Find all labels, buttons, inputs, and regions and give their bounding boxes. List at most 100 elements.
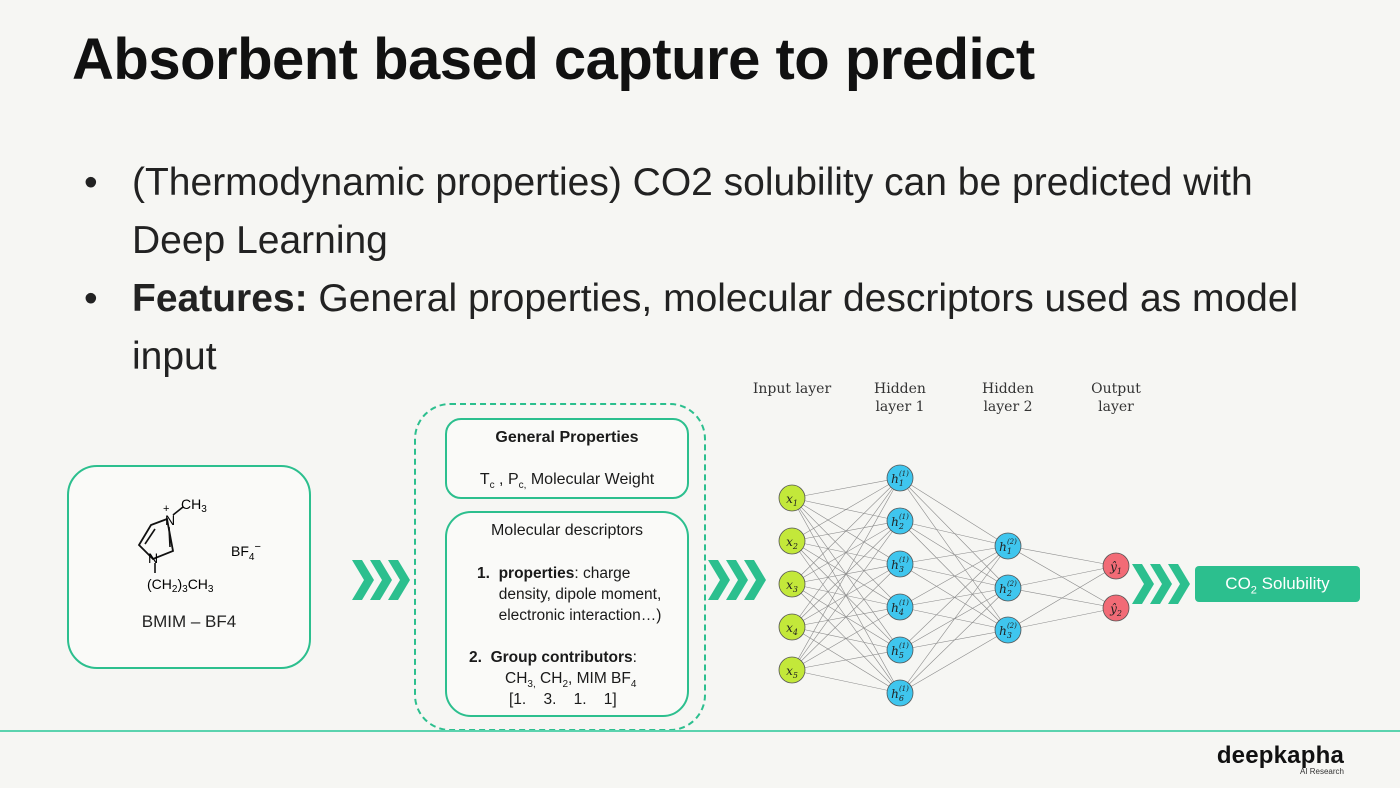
network-edge (899, 477, 1009, 589)
node-label: h1(1) (891, 470, 909, 488)
node-hidden1 (886, 550, 914, 578)
node-output (1102, 594, 1130, 622)
node-hidden1 (886, 593, 914, 621)
charge-plus: + (163, 503, 169, 515)
network-edge (1007, 607, 1117, 631)
slide-title: Absorbent based capture to predict (72, 27, 1035, 92)
layer-label-hidden1: Hidden layer 1 (874, 381, 926, 415)
chevron-arrow-icon (352, 560, 410, 600)
node-hidden1 (886, 636, 914, 664)
network-edge (899, 477, 1009, 631)
methyl-group: CH3 (181, 496, 207, 515)
layer-label-input: Input layer (752, 381, 832, 397)
network-edge (899, 520, 1009, 547)
network-edge (899, 477, 1009, 547)
footer-divider (0, 730, 1400, 732)
node-label: h2(2) (999, 580, 1017, 598)
co2-solubility-output: CO2 Solubility (1195, 566, 1360, 602)
network-edge (899, 587, 1009, 608)
node-input (778, 613, 806, 641)
chevron-arrow-icon (708, 560, 766, 600)
network-edge (899, 520, 1009, 589)
molecular-descriptors-title: Molecular descriptors (490, 522, 644, 539)
network-edge (791, 563, 901, 671)
node-label: h3(1) (891, 556, 909, 574)
layer-label-hidden2: Hidden layer 2 (982, 381, 1034, 415)
node-hidden1 (886, 679, 914, 707)
molecule-structure: N + CH3 N (CH2)3CH3 BF4− (137, 496, 261, 595)
node-input (778, 656, 806, 684)
node-label: h4(1) (891, 599, 909, 617)
node-label: x5 (786, 664, 798, 680)
node-label: x4 (786, 621, 798, 637)
node-input (778, 484, 806, 512)
group-list: CH3, CH2, MIM BF4 (505, 670, 637, 691)
node-label: h2(1) (891, 513, 909, 531)
network-edge (899, 563, 1009, 631)
network-edge (791, 477, 901, 628)
node-label: ŷ1 (1109, 560, 1122, 576)
network-edge (899, 545, 1009, 565)
molecule-label: BMIM – BF4 (141, 612, 237, 631)
network-edge (899, 563, 1009, 589)
bullet-dot: • (84, 161, 98, 204)
bullet-item-1: • (Thermodynamic properties) CO2 solubil… (84, 154, 1344, 270)
chevron-arrow-icon (1132, 564, 1190, 604)
network-edge (791, 669, 901, 694)
network-edge (791, 606, 901, 671)
general-properties-text: Tc , Pc, Molecular Weight (479, 471, 655, 492)
molecular-descriptors-box: Molecular descriptors 1. properties: cha… (445, 511, 689, 717)
group-counts: [1. 3. 1. 1] (509, 691, 617, 708)
network-edge (791, 477, 901, 671)
general-properties-title: General Properties (495, 429, 639, 446)
nitrogen-plus: N (165, 512, 175, 528)
network-edge (899, 545, 1009, 608)
network-edge (791, 477, 901, 585)
node-label: h1(2) (999, 538, 1017, 556)
imidazole-ring (137, 517, 175, 561)
network-edge (899, 545, 1009, 651)
deepkapha-logo: deepkapha AI Research (1216, 742, 1344, 776)
node-hidden1 (886, 507, 914, 535)
network-edge (899, 629, 1009, 651)
bullet-bold-2: Features: (132, 277, 308, 320)
layer-label-output: Output layer (1091, 381, 1141, 415)
bullet-dot: • (84, 277, 98, 320)
network-edge (791, 649, 901, 671)
anion: BF4− (231, 541, 261, 563)
node-input (778, 527, 806, 555)
network-edge (899, 587, 1009, 694)
bullet-list: • (Thermodynamic properties) CO2 solubil… (84, 154, 1344, 386)
neural-network-diagram: x1 x2 x3 x4 x5 h1(1) h2(1) h3(1) h4(1) h5(1) h6(1)… (778, 464, 1130, 707)
node-hidden2 (994, 532, 1022, 560)
node-label: x1 (786, 492, 798, 508)
bullet-text-2: General properties, molecular descriptor… (132, 277, 1299, 378)
node-label: h6(1) (891, 685, 909, 703)
network-edge (1007, 545, 1117, 567)
bullet-item-2: • Features: General properties, molecula… (84, 270, 1344, 386)
node-label: h5(1) (891, 642, 909, 660)
node-input (778, 570, 806, 598)
network-edge (791, 477, 901, 542)
descriptor-item-1: 1. properties: charge density, dipole mo… (477, 565, 662, 624)
bullet-text-1: (Thermodynamic properties) CO2 solubilit… (132, 161, 1253, 262)
network-edge (899, 520, 1009, 631)
network-edge (899, 629, 1009, 694)
network-edge (1007, 565, 1117, 589)
node-label: h3(2) (999, 622, 1017, 640)
network-edge (899, 606, 1009, 631)
node-output (1102, 552, 1130, 580)
node-label: x3 (786, 578, 798, 594)
network-edge (791, 520, 901, 671)
general-properties-box: General Properties Tc , Pc, Molecular We… (445, 418, 689, 499)
node-hidden1 (886, 464, 914, 492)
node-hidden2 (994, 616, 1022, 644)
network-edge (791, 477, 901, 499)
nitrogen: N (148, 550, 158, 566)
node-hidden2 (994, 574, 1022, 602)
network-edge (899, 545, 1009, 694)
node-label: x2 (786, 535, 798, 551)
butyl-chain: (CH2)3CH3 (147, 576, 214, 595)
descriptor-item-2: 2. Group contributors: (469, 649, 637, 666)
network-edge (1007, 565, 1117, 631)
